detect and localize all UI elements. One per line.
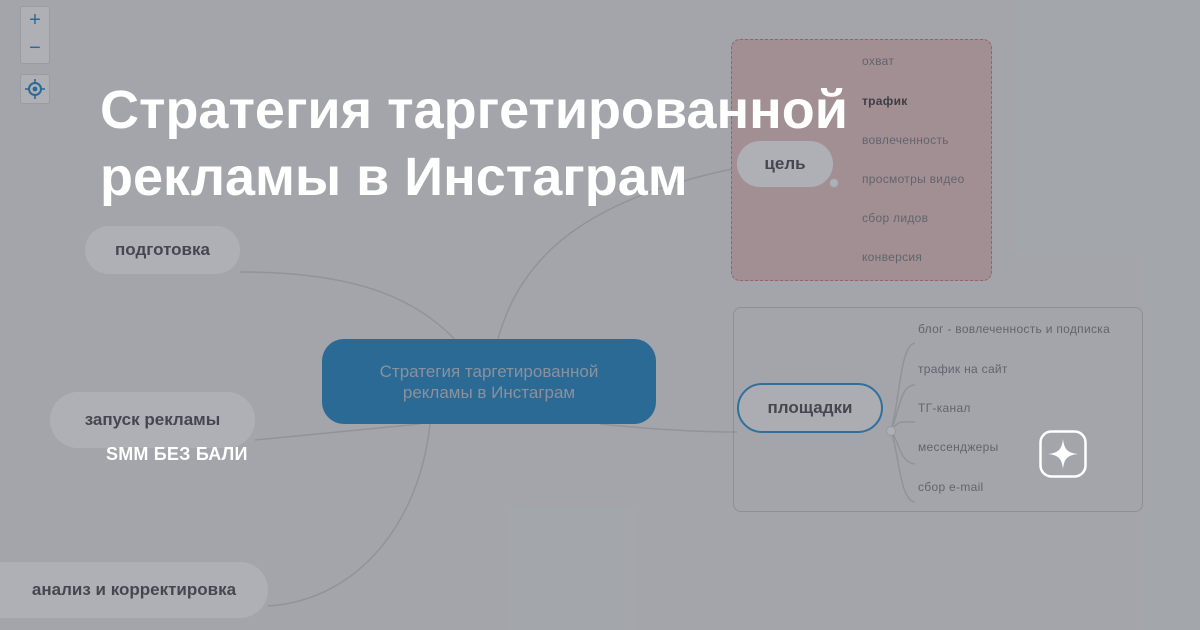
source-channel-name: SMM БЕЗ БАЛИ [106,444,248,464]
platforms-group-box [733,307,1143,512]
platform-leaf-blog[interactable]: блог - вовлеченность и подписка [918,322,1111,336]
goal-leaf-traffic[interactable]: трафик [862,94,908,108]
connector-platforms [599,423,738,433]
center-topic-line2: рекламы в Инстаграм [402,382,576,402]
sparkle-icon [1039,430,1087,478]
article-headline: Стратегия таргетированной рекламы в Инст… [100,77,1100,211]
connector-prep [239,271,461,346]
node-platforms[interactable]: площадки [737,383,883,433]
connector-platforms-leaves [890,342,916,503]
target-icon[interactable] [20,74,50,104]
node-preparation[interactable]: подготовка [85,226,240,274]
goal-leaf-reach[interactable]: охват [862,54,895,68]
platform-leaf-site-traffic[interactable]: трафик на сайт [918,362,1008,376]
node-analysis[interactable]: анализ и корректировка [0,562,268,618]
goal-leaf-conversion[interactable]: конверсия [862,250,923,264]
connector-goal [497,167,738,340]
goal-leaf-leads[interactable]: сбор лидов [862,211,929,225]
target-icon-glyph [25,79,45,99]
platform-leaf-email[interactable]: сбор e-mail [918,480,984,494]
minus-icon[interactable]: − [29,37,41,59]
plus-icon[interactable]: + [29,9,41,31]
platform-leaf-messengers[interactable]: мессенджеры [918,440,999,454]
connector-launch [254,423,421,441]
node-goal[interactable]: цель [737,141,833,187]
platform-leaf-tg-channel[interactable]: ТГ-канал [918,401,971,415]
headline-line2: рекламы в Инстаграм [100,147,688,207]
node-center-topic[interactable]: Стратегия таргетированной рекламы в Инст… [322,339,656,424]
node-ad-launch[interactable]: запуск рекламы [50,392,255,448]
goal-connector-dot [829,178,839,188]
zoom-controls: + − [20,6,50,64]
center-topic-line1: Стратегия таргетированной [379,361,599,381]
goal-leaf-video-views[interactable]: просмотры видео [862,172,965,186]
goal-leaf-engagement[interactable]: вовлеченность [862,133,949,147]
platforms-connector-dot [886,426,896,436]
connector-analysis [267,423,431,607]
headline-line1: Стратегия таргетированной [100,80,848,140]
